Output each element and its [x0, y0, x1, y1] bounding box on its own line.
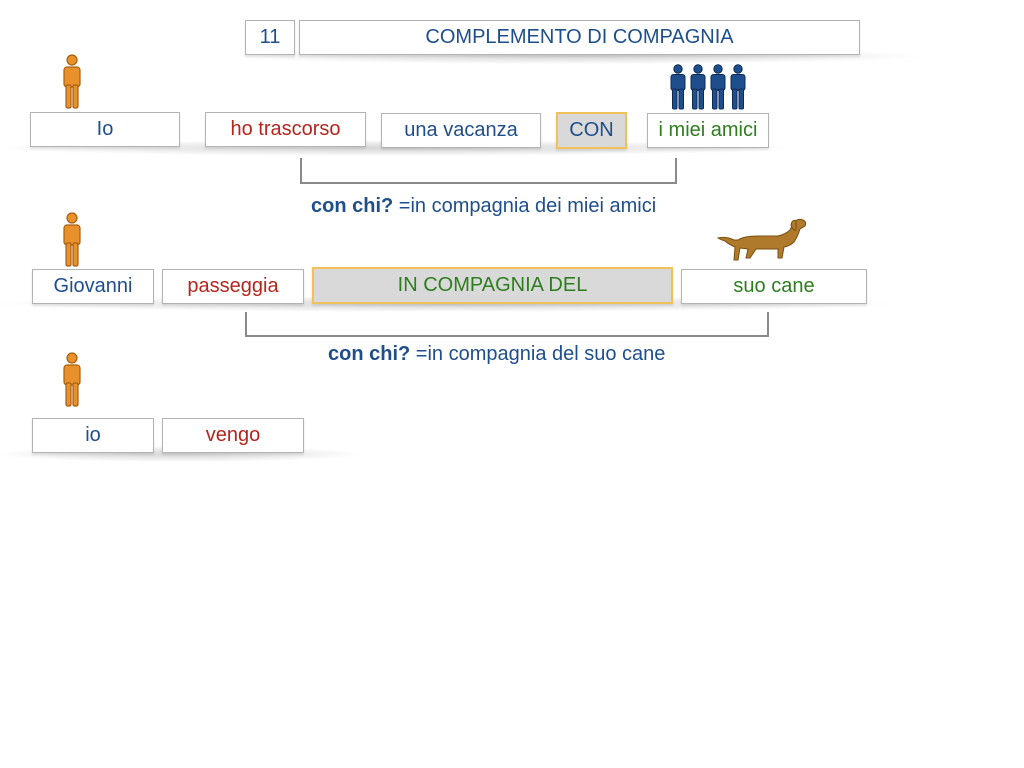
connector-con: CON — [556, 112, 627, 149]
companion-suo-cane: suo cane — [681, 269, 867, 304]
bracket-1 — [300, 158, 677, 184]
question-1: con chi? — [311, 195, 394, 217]
person-icon — [63, 54, 81, 109]
subject-io-lowercase: io — [32, 418, 154, 453]
subject-io: Io — [30, 112, 180, 147]
person-icon — [63, 212, 81, 267]
connector-in-compagnia-del: IN COMPAGNIA DEL — [312, 267, 673, 304]
question-2: con chi? — [328, 343, 411, 365]
companion-i-miei-amici: i miei amici — [647, 113, 769, 148]
slide-number: 11 — [245, 20, 295, 55]
slide-title: COMPLEMENTO DI COMPAGNIA — [299, 20, 860, 55]
verb-ho-trascorso: ho trascorso — [205, 112, 366, 147]
caption-1: con chi? =in compagnia dei miei amici — [311, 195, 656, 218]
verb-passeggia: passeggia — [162, 269, 304, 304]
subject-giovanni: Giovanni — [32, 269, 154, 304]
dog-icon — [716, 218, 807, 261]
person-icon — [63, 352, 81, 407]
caption-2: con chi? =in compagnia del suo cane — [328, 343, 665, 366]
group-icon — [670, 64, 746, 110]
object-una-vacanza: una vacanza — [381, 113, 541, 148]
answer-1: =in compagnia dei miei amici — [398, 195, 657, 217]
verb-vengo: vengo — [162, 418, 304, 453]
bracket-2 — [245, 312, 769, 337]
answer-2: =in compagnia del suo cane — [415, 343, 666, 365]
